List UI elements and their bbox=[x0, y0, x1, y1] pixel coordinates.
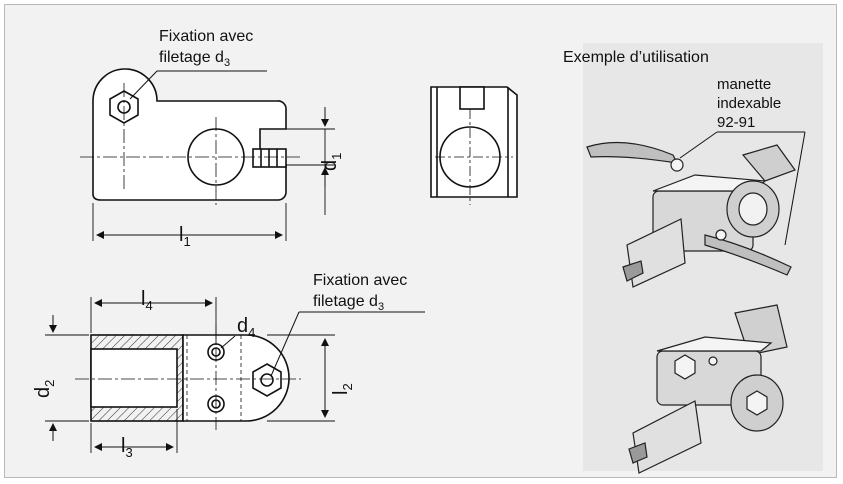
l1-label: l1 bbox=[179, 224, 191, 249]
clamp-body-outline bbox=[92, 68, 287, 201]
tube-bore bbox=[90, 348, 178, 408]
usage-panel bbox=[583, 43, 823, 471]
front-slot bbox=[459, 86, 485, 110]
svg-text:l2: l2 bbox=[330, 383, 355, 395]
usage-title: Exemple d’utilisation bbox=[563, 49, 709, 66]
front-view bbox=[430, 86, 518, 205]
l4-label: l4 bbox=[141, 288, 153, 313]
l3-label: l3 bbox=[121, 435, 133, 460]
handle-leaders bbox=[679, 131, 806, 246]
top-view bbox=[80, 68, 335, 241]
bottom-view bbox=[45, 297, 425, 453]
usage-illustration-upper bbox=[586, 141, 796, 288]
d1-label: d1 bbox=[319, 153, 344, 171]
d4-label: d4 bbox=[237, 315, 255, 340]
figure-frame: Fixation avec filetage d3 l1 d1 bbox=[4, 4, 837, 478]
usage-illustration-lower bbox=[628, 304, 788, 474]
top-fixation-label: Fixation avec filetage d3 bbox=[159, 28, 258, 69]
technical-drawing: Fixation avec filetage d3 l1 d1 bbox=[32, 28, 823, 474]
bottom-fixation-label: Fixation avec filetage d3 bbox=[313, 272, 412, 313]
svg-text:d2: d2 bbox=[32, 380, 57, 398]
handle-label: manette indexable 92-91 bbox=[717, 76, 785, 131]
l2-label: l2 bbox=[330, 383, 355, 395]
svg-text:d1: d1 bbox=[319, 153, 344, 171]
bottom-hex-head bbox=[252, 363, 282, 397]
d2-label: d2 bbox=[32, 380, 57, 398]
